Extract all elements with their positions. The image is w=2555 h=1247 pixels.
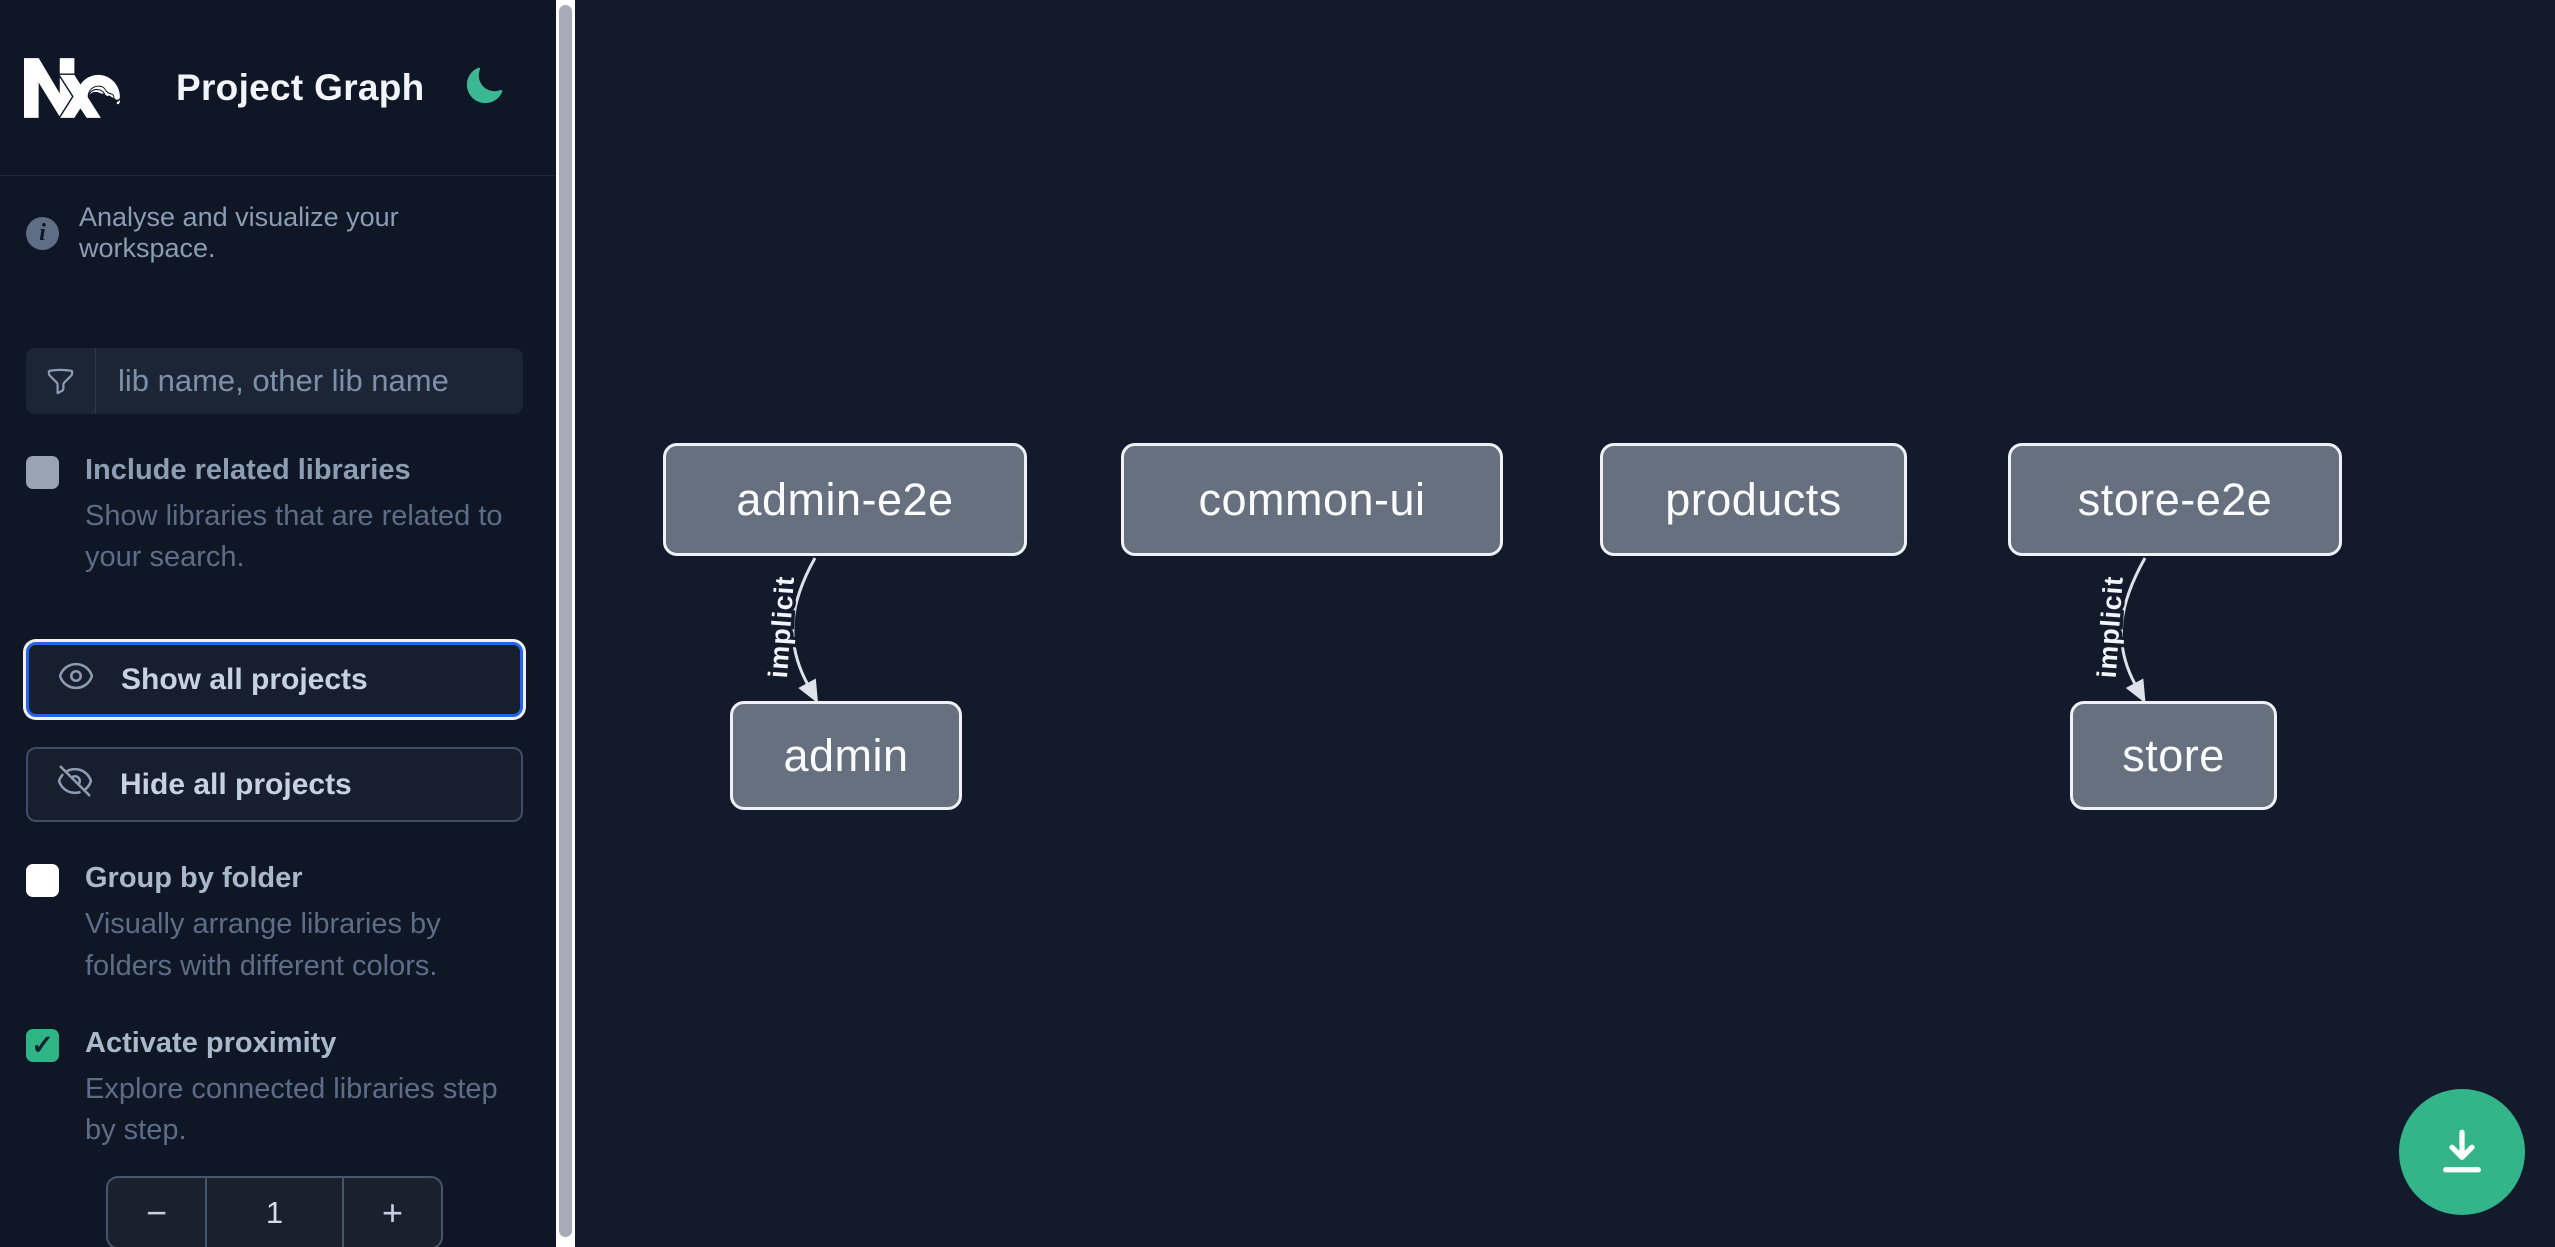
increment-button[interactable]: +: [342, 1178, 441, 1247]
info-icon: i: [26, 216, 59, 250]
search-input[interactable]: [96, 348, 523, 414]
checkbox-label: Include related libraries: [85, 454, 411, 486]
sidebar-scrollbar[interactable]: [556, 0, 575, 1247]
edge-admin-e2e-admin[interactable]: [791, 557, 819, 704]
scrollbar-thumb[interactable]: [559, 5, 572, 1237]
checkbox-description: Explore connected libraries step by step…: [85, 1072, 498, 1146]
graph-node-admin[interactable]: admin: [730, 701, 962, 810]
graph-node-store[interactable]: store: [2070, 701, 2277, 810]
show-all-projects-label: Show all projects: [121, 662, 368, 696]
sidebar: Project Graph i Analyse and visualize yo…: [0, 0, 556, 1247]
checkbox-include-related-libraries[interactable]: Include related libraries Show libraries…: [26, 454, 530, 578]
proximity-depth-stepper: − 1 +: [106, 1176, 443, 1247]
nx-logo-icon: [24, 40, 120, 136]
download-graph-button[interactable]: [2399, 1089, 2525, 1215]
include-related-checkbox[interactable]: [26, 456, 59, 489]
moon-icon: [463, 65, 505, 110]
graph-node-store-e2e[interactable]: store-e2e: [2008, 443, 2342, 556]
group-by-folder-checkbox[interactable]: [26, 864, 59, 898]
intro-note: i Analyse and visualize your workspace.: [26, 202, 530, 264]
search-box: [26, 348, 523, 414]
hide-all-projects-label: Hide all projects: [120, 767, 352, 801]
hide-all-projects-button[interactable]: Hide all projects: [26, 747, 523, 823]
checkbox-activate-proximity[interactable]: Activate proximity Explore connected lib…: [26, 1027, 530, 1151]
stepper-value: 1: [265, 1194, 284, 1230]
filter-funnel-icon: [26, 348, 96, 414]
intro-text: Analyse and visualize your workspace.: [79, 202, 399, 263]
download-icon: [2432, 1121, 2492, 1184]
sidebar-header: Project Graph: [0, 0, 556, 176]
graph-canvas[interactable]: [575, 0, 2555, 1247]
page-title: Project Graph: [176, 66, 425, 108]
eye-slash-icon: [56, 762, 94, 808]
checkbox-description: Visually arrange libraries by folders wi…: [85, 908, 441, 982]
eye-icon: [57, 657, 95, 703]
theme-toggle-button[interactable]: [460, 64, 508, 112]
checkbox-description: Show libraries that are related to your …: [85, 500, 503, 574]
edge-store-e2e-store[interactable]: [2119, 557, 2147, 704]
activate-proximity-checkbox[interactable]: [26, 1028, 59, 1062]
checkbox-group-by-folder[interactable]: Group by folder Visually arrange librari…: [26, 862, 530, 986]
show-all-projects-button[interactable]: Show all projects: [26, 642, 523, 718]
graph-node-admin-e2e[interactable]: admin-e2e: [663, 443, 1027, 556]
checkbox-label: Group by folder: [85, 862, 303, 895]
graph-node-common-ui[interactable]: common-ui: [1121, 443, 1503, 556]
decrement-button[interactable]: −: [108, 1178, 207, 1247]
graph-node-products[interactable]: products: [1600, 443, 1907, 556]
checkbox-label: Activate proximity: [85, 1026, 337, 1059]
